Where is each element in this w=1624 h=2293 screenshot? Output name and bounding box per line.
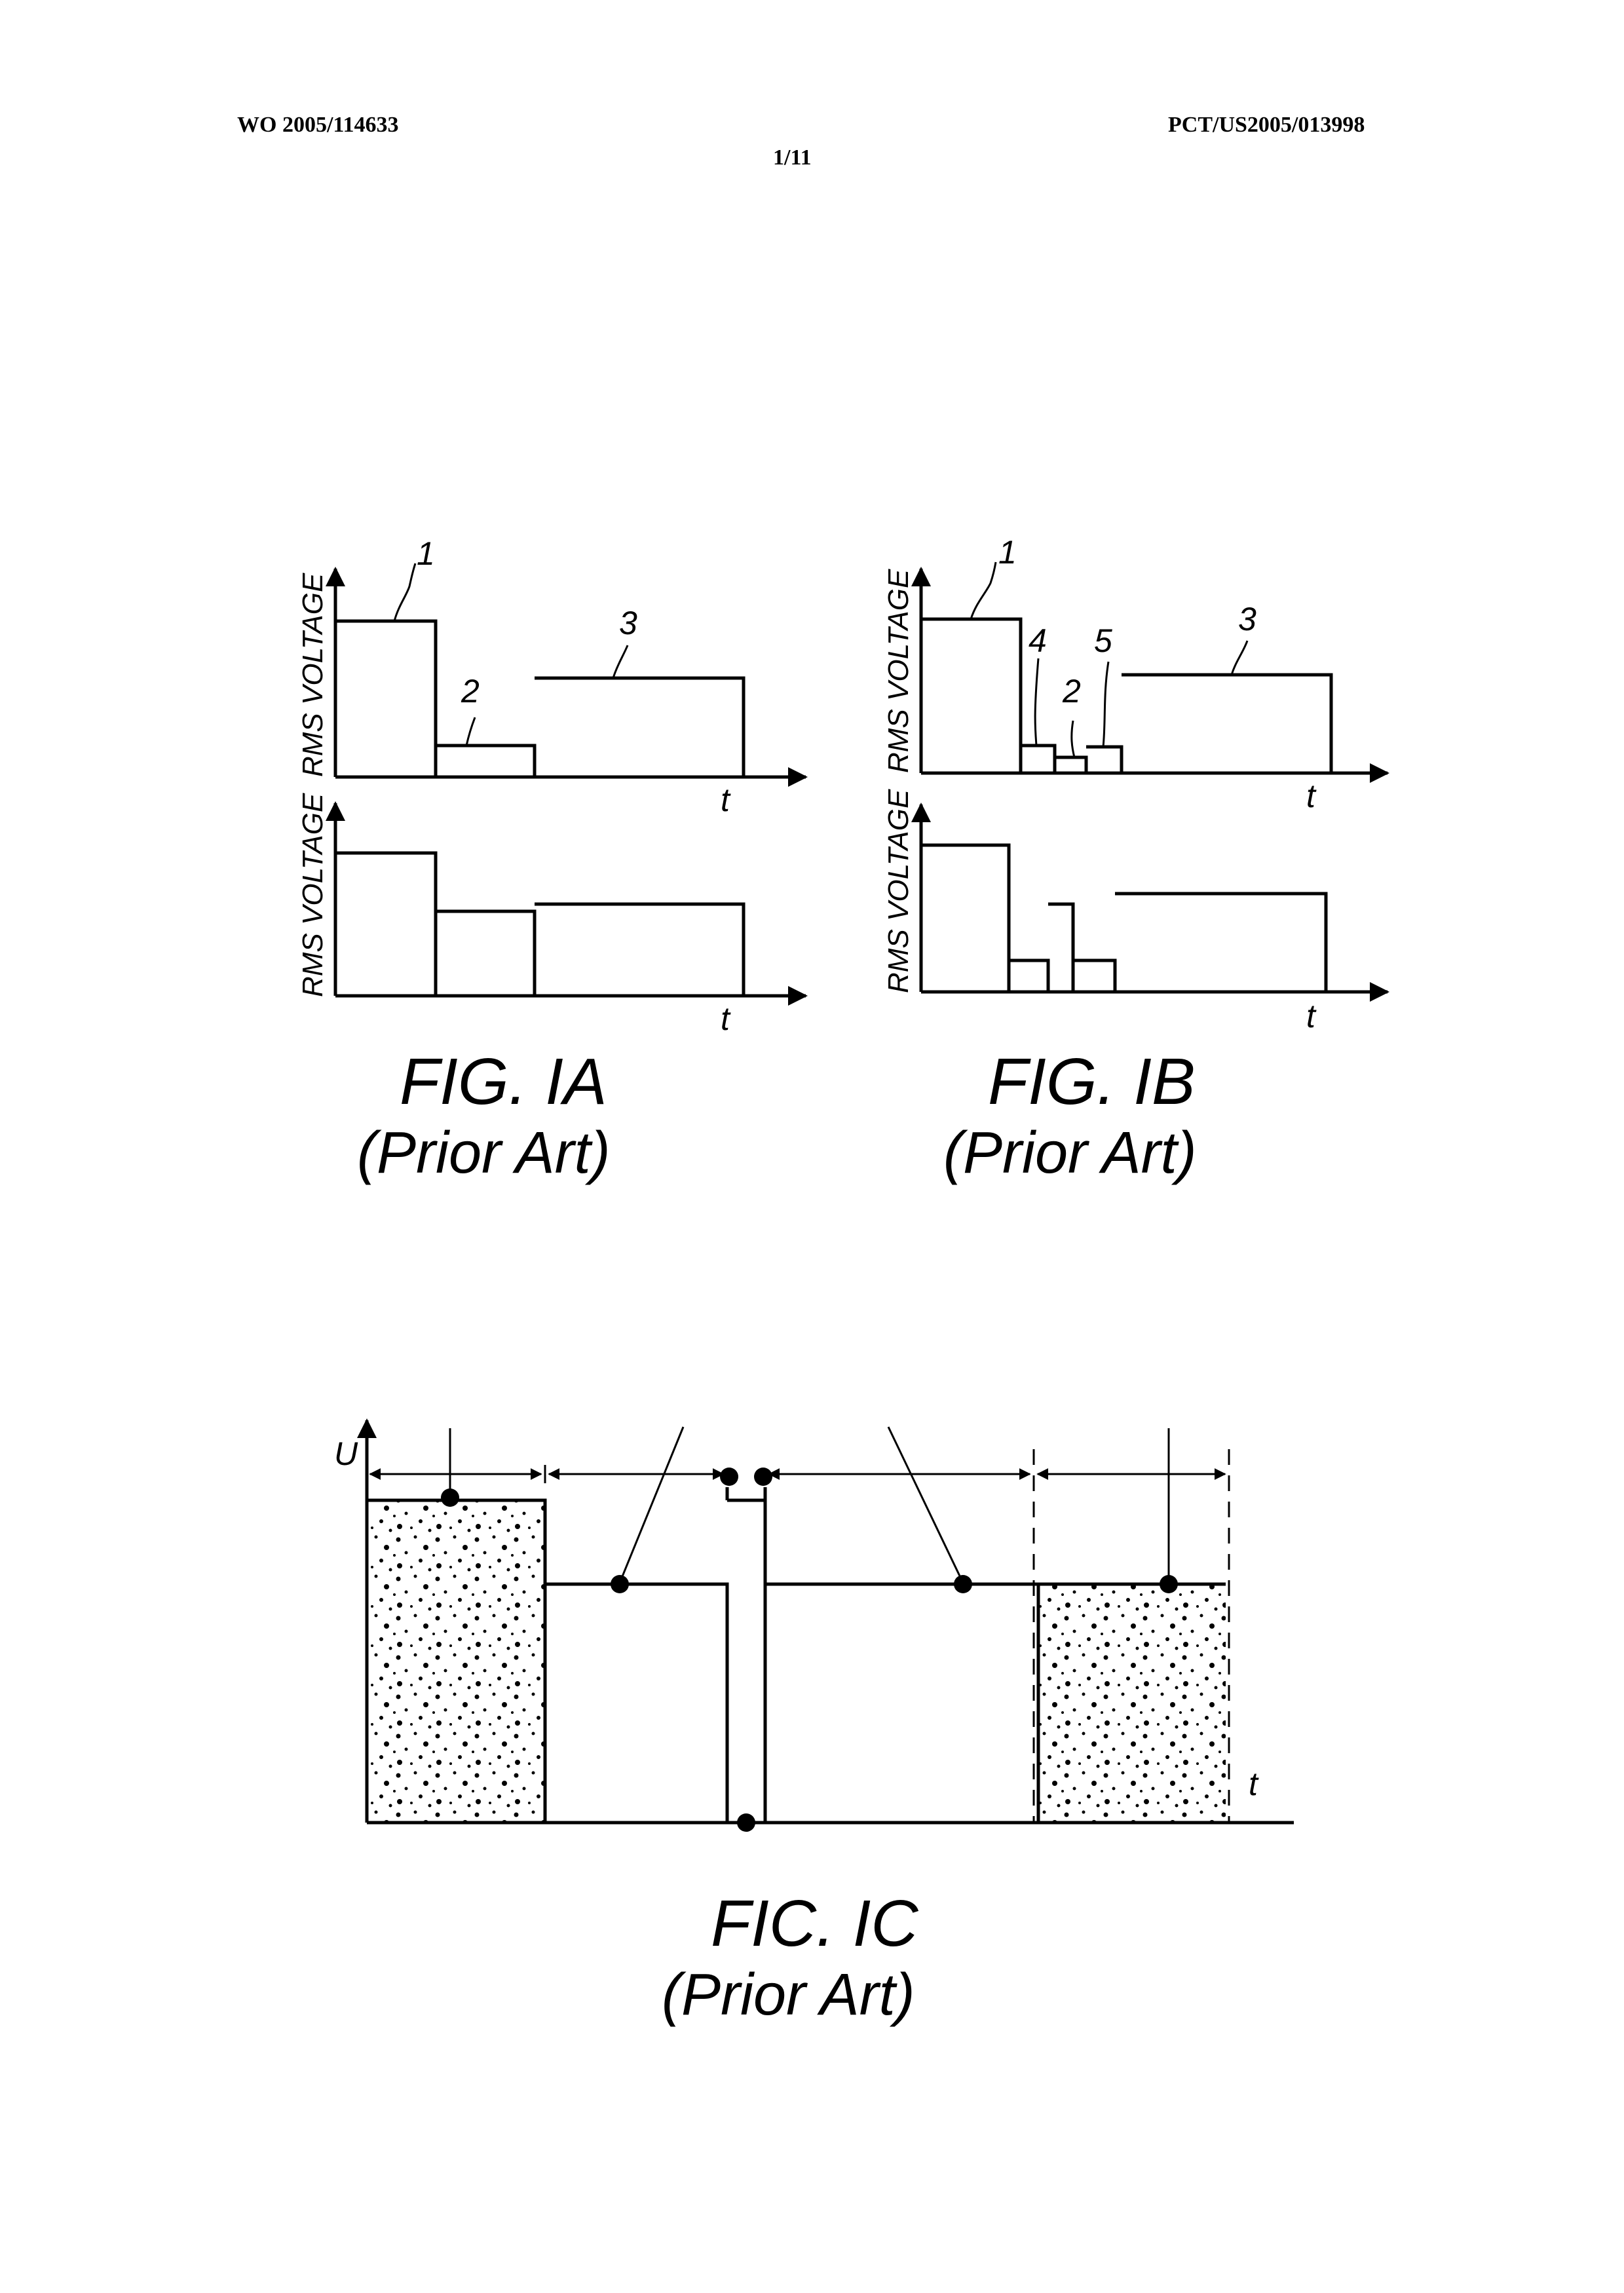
fig-1b-bottom-x-label: t — [1306, 998, 1317, 1034]
fig-1a-ref-3: 3 — [619, 605, 637, 641]
fig-1a-top-plot: 1 2 3 t RMS VOLTAGE — [297, 535, 806, 818]
fig-1b-leader-1 — [971, 562, 996, 619]
fig-1b-ref-5: 5 — [1094, 622, 1112, 659]
fig-1a-leader-3 — [613, 645, 628, 678]
fig-1a-top-waveform — [335, 621, 744, 777]
fig-1a-top-y-label: RMS VOLTAGE — [297, 573, 329, 777]
fig-1b: 1 4 2 5 3 t RMS VOLTAGE t RMS VOLTAGE FI… — [882, 534, 1388, 1186]
fig-1c-dot-e — [954, 1575, 972, 1593]
fig-1b-ref-4: 4 — [1029, 622, 1047, 659]
fig-1b-ref-2: 2 — [1062, 673, 1081, 710]
fig-1b-leader-3 — [1232, 641, 1247, 675]
fig-1c-dot-c — [720, 1468, 738, 1486]
fig-1c: U t FIC. IC (Prior Art) — [334, 1420, 1294, 2028]
fig-1b-bottom-y-label: RMS VOLTAGE — [882, 789, 915, 993]
fig-1a-leader-2 — [466, 717, 475, 746]
fig-1b-leader-2 — [1072, 721, 1074, 757]
fig-1c-x-label: t — [1249, 1766, 1259, 1802]
fig-1a: 1 2 3 t RMS VOLTAGE t RMS VOLTAGE FIG. I… — [297, 535, 806, 1186]
fig-1b-top-x-label: t — [1306, 778, 1317, 814]
fig-1a-caption: FIG. IA — [400, 1045, 607, 1118]
fig-1a-ref-2: 2 — [461, 673, 480, 710]
fig-1c-dot-f — [1160, 1575, 1178, 1593]
fig-1c-dot-g — [737, 1813, 755, 1832]
fig-1c-caption: FIC. IC — [711, 1887, 918, 1960]
fig-1b-caption: FIG. IB — [988, 1045, 1196, 1118]
fig-1c-dot-b — [611, 1575, 629, 1593]
fig-1a-bottom-plot: t RMS VOLTAGE — [297, 793, 806, 1037]
fig-1b-ref-3: 3 — [1238, 601, 1256, 637]
fig-1b-ref-1: 1 — [998, 534, 1017, 571]
fig-1c-stippled-pulse-left — [368, 1500, 545, 1821]
fig-1b-bottom-plot: t RMS VOLTAGE — [882, 789, 1388, 1034]
fig-1b-leader-5 — [1103, 662, 1108, 747]
fig-1b-subcaption: (Prior Art) — [943, 1120, 1197, 1186]
fig-1a-subcaption: (Prior Art) — [357, 1120, 611, 1186]
fig-1a-bottom-waveform — [335, 853, 744, 996]
fig-1a-ref-1: 1 — [417, 535, 435, 572]
fig-1a-leader-1 — [394, 563, 415, 621]
fig-1b-top-plot: 1 4 2 5 3 t RMS VOLTAGE — [882, 534, 1388, 814]
fig-1a-top-x-label: t — [721, 782, 731, 818]
fig-1c-leader-b — [620, 1427, 683, 1583]
fig-1a-bottom-y-label: RMS VOLTAGE — [297, 793, 329, 997]
fig-1c-subcaption: (Prior Art) — [662, 1962, 915, 2028]
fig-1b-top-waveform — [921, 619, 1331, 773]
fig-1c-stippled-pulse-right — [1038, 1584, 1226, 1821]
fig-1c-dot-d — [754, 1468, 772, 1486]
fig-1b-top-y-label: RMS VOLTAGE — [882, 569, 915, 773]
fig-1c-dot-a — [441, 1488, 459, 1507]
fig-1c-leader-c — [888, 1427, 963, 1583]
fig-1b-leader-4 — [1035, 658, 1038, 746]
fig-1a-bottom-x-label: t — [721, 1000, 731, 1037]
fig-1c-y-label: U — [334, 1435, 358, 1472]
fig-1b-bottom-waveform — [921, 845, 1326, 992]
